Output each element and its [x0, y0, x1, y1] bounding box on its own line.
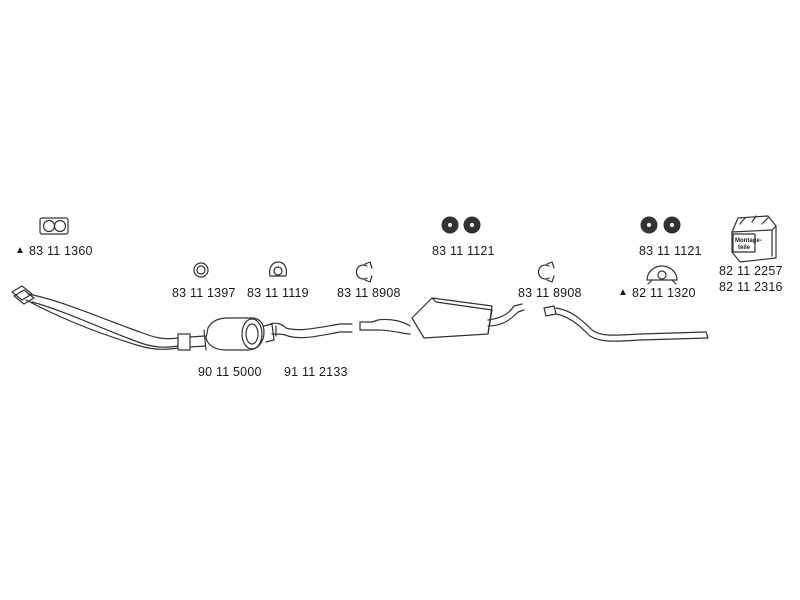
gasket-icon	[39, 217, 69, 235]
part-number-hanger: 82 11 1320	[632, 286, 696, 300]
rear-silencer	[411, 297, 525, 339]
mounting-kit-icon	[731, 215, 777, 263]
part-number-gasket: 83 11 1360	[29, 244, 93, 258]
part-number-mounting-kit-2: 82 11 2316	[719, 280, 783, 294]
part-number-rubber-mount-rear: 83 11 1121	[639, 244, 702, 258]
warning-triangle-icon: ▲	[618, 287, 628, 298]
tail-pipe	[543, 305, 709, 342]
ring-seal-icon	[193, 262, 209, 278]
part-number-mounting-kit-1: 82 11 2257	[719, 264, 783, 278]
part-number-middle-pipe: 91 11 2133	[284, 365, 348, 379]
catalytic-converter	[203, 317, 275, 351]
mounting-kit-box-text-2: teile	[738, 245, 751, 251]
part-number-ring-seal: 83 11 1397	[172, 286, 236, 300]
flange-ring-icon	[269, 261, 288, 277]
rubber-mount-icon-rear	[640, 216, 681, 234]
clamp-icon-front	[355, 261, 373, 283]
rubber-mount-icon-front	[441, 216, 481, 234]
warning-triangle-icon: ▲	[15, 245, 25, 256]
connector-pipe	[359, 318, 411, 335]
part-number-catalytic-converter: 90 11 5000	[198, 365, 262, 379]
part-number-clamp-front: 83 11 8908	[337, 286, 401, 300]
part-number-clamp-rear: 83 11 8908	[518, 286, 582, 300]
mounting-kit-box-text-1: Montage-	[735, 238, 762, 244]
middle-pipe	[269, 322, 353, 339]
part-number-flange-ring: 83 11 1119	[247, 286, 309, 300]
front-pipe	[11, 285, 206, 351]
part-number-rubber-mount-front: 83 11 1121	[432, 244, 495, 258]
clamp-icon-rear	[537, 261, 555, 283]
hanger-icon	[646, 265, 678, 285]
